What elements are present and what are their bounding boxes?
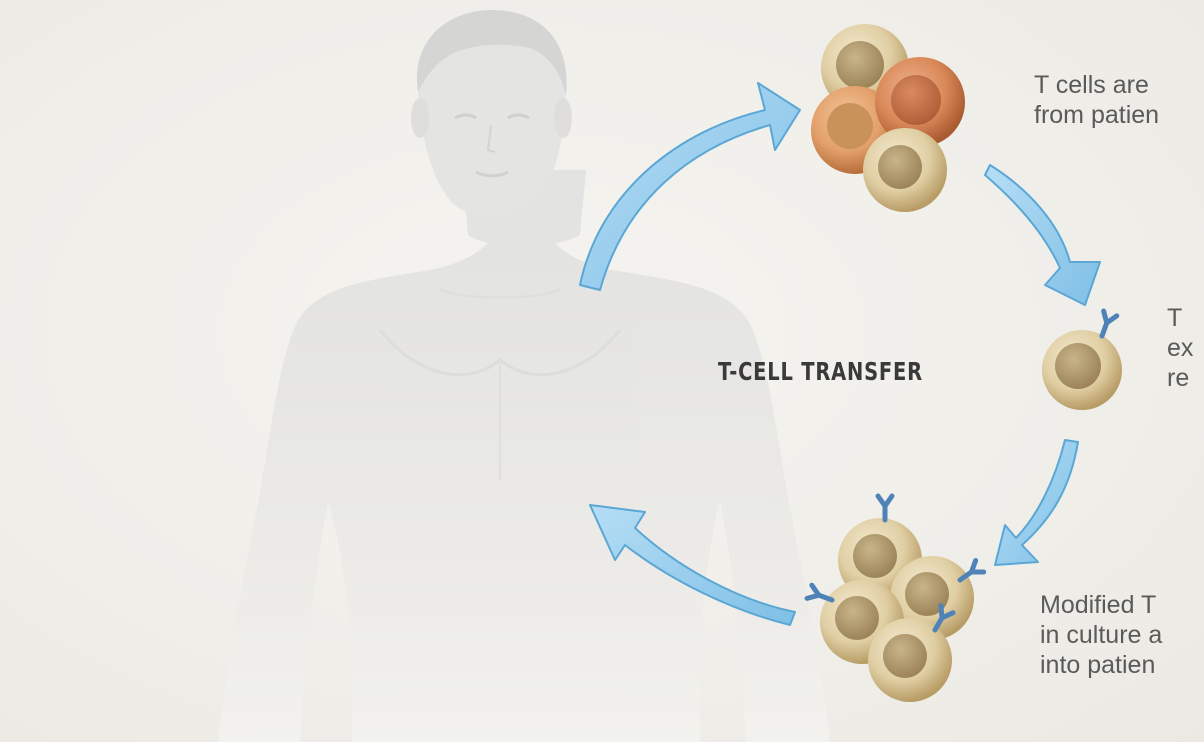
caption-line: re xyxy=(1167,363,1204,393)
caption-line: into patien xyxy=(1040,650,1204,680)
caption-line: in culture a xyxy=(1040,620,1204,650)
arrow-body-to-harvest xyxy=(580,83,800,290)
t-cell xyxy=(868,618,952,702)
caption-line: Modified T xyxy=(1040,590,1204,620)
caption-infuse: Modified T in culture a into patien xyxy=(1040,590,1204,680)
caption-line: T cells are xyxy=(1034,70,1204,100)
diagram-title: T-CELL TRANSFER xyxy=(718,357,923,386)
caption-line: T xyxy=(1167,303,1204,333)
t-cell xyxy=(863,128,947,212)
modified-t-cell xyxy=(1042,311,1122,410)
arrow-modify-to-expand xyxy=(995,440,1078,565)
harvested-t-cell-cluster xyxy=(811,24,965,212)
caption-line: ex xyxy=(1167,333,1204,363)
caption-engineer: T ex re xyxy=(1167,303,1204,393)
caption-harvest: T cells are from patien xyxy=(1034,70,1204,130)
expanded-t-cell-cluster xyxy=(807,496,984,702)
arrow-harvest-to-modify xyxy=(985,165,1100,305)
receptor-icon xyxy=(878,496,892,520)
caption-line: from patien xyxy=(1034,100,1204,130)
